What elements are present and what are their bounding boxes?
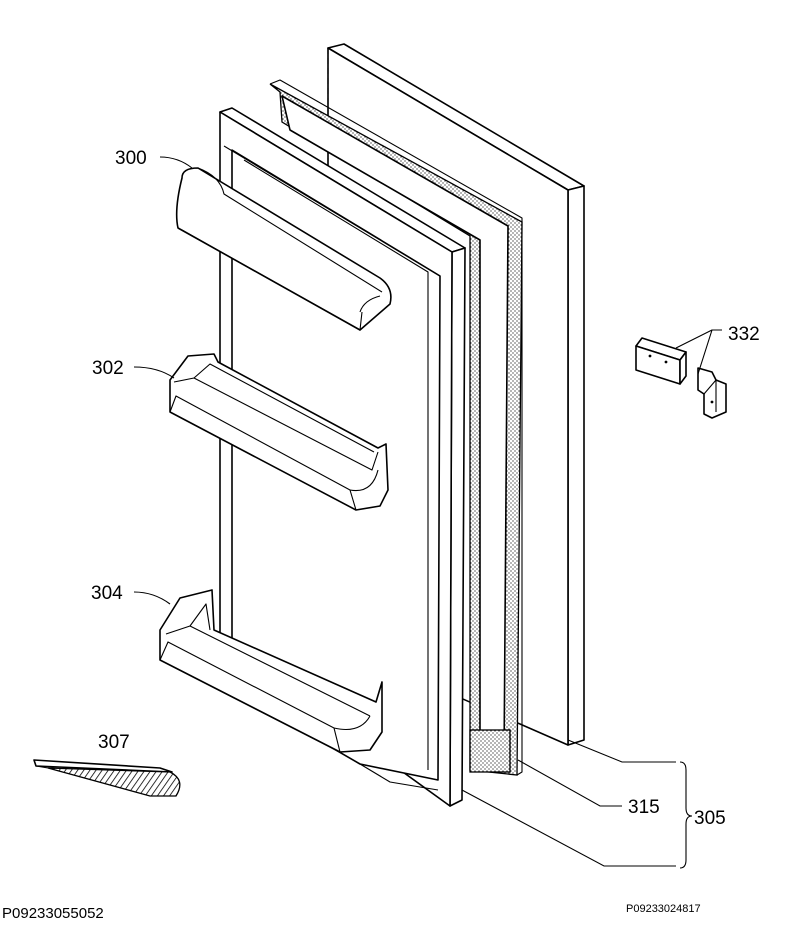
brace-305: [679, 761, 693, 869]
reference-code-left: P09233055052: [2, 905, 104, 922]
callout-305: 305: [694, 808, 726, 829]
part-302-upper-door-tray: [169, 353, 389, 511]
callout-315: 315: [628, 797, 660, 818]
part-300-shelf-flap: [175, 167, 392, 331]
reference-code-right: P09233024817: [626, 903, 701, 915]
leader-lines: [133, 156, 722, 867]
part-304-lower-door-tray: [159, 589, 383, 753]
door-gasket-315: [269, 79, 523, 776]
callout-304: 304: [91, 583, 123, 604]
part-332-hinge-bracket: [635, 337, 727, 419]
part-307-hatched-insert: [33, 759, 181, 797]
callout-302: 302: [92, 358, 124, 379]
callout-332: 332: [728, 324, 760, 345]
callout-307: 307: [98, 732, 130, 753]
callout-300: 300: [115, 148, 147, 169]
